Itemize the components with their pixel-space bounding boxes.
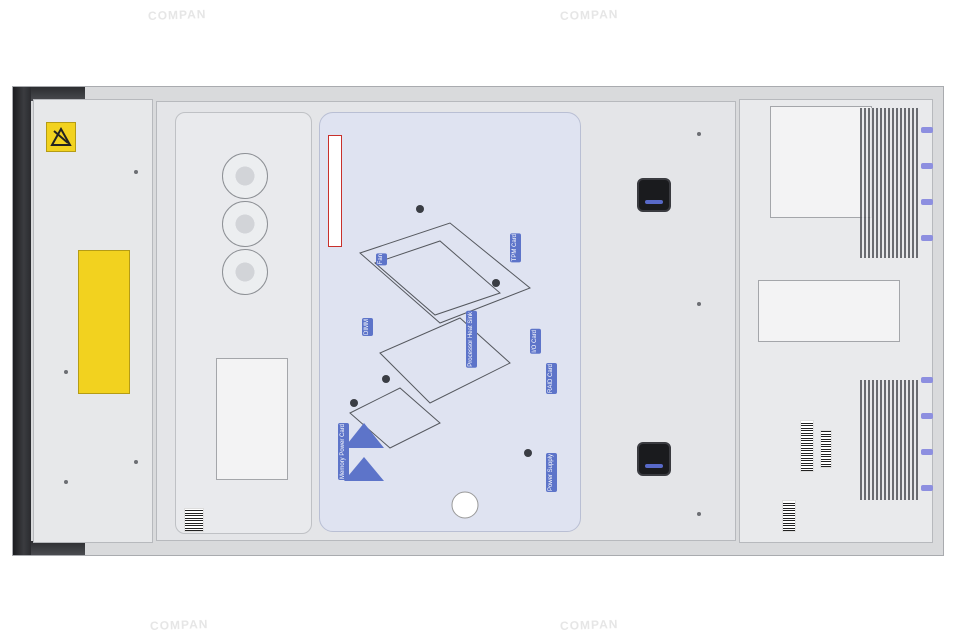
- screw: [697, 132, 701, 136]
- barcode: [800, 420, 814, 472]
- barcode: [820, 430, 832, 468]
- screw: [64, 370, 68, 374]
- front-handle: [31, 87, 85, 101]
- screw: [697, 512, 701, 516]
- power-supply-clip[interactable]: [921, 377, 933, 383]
- vent-grille: [860, 108, 920, 258]
- service-tag: Memory Power Card: [338, 423, 349, 481]
- front-handle: [31, 541, 85, 555]
- barcode: [184, 508, 204, 532]
- power-supply-clip[interactable]: [921, 413, 933, 419]
- fan-icon: [222, 153, 268, 199]
- service-tag: DIMM: [362, 318, 373, 336]
- service-tag: RAID Card: [546, 363, 557, 395]
- info-label: [770, 106, 872, 218]
- watermark: COMPAN: [147, 6, 207, 24]
- front-bezel: [13, 87, 31, 555]
- board-diagram: [175, 112, 312, 534]
- service-tag: I/O Card: [530, 329, 541, 354]
- watermark: COMPAN: [559, 616, 619, 634]
- safety-label: [78, 250, 130, 394]
- fan-icon: [222, 201, 268, 247]
- screw: [64, 480, 68, 484]
- warning-sticker: [46, 122, 76, 152]
- cover-release-latch[interactable]: [637, 178, 671, 212]
- exploded-diagram: [344, 205, 532, 519]
- cover-release-latch[interactable]: [637, 442, 671, 476]
- screw: [697, 302, 701, 306]
- dimm-slot: [216, 358, 288, 480]
- power-supply-clip[interactable]: [921, 235, 933, 241]
- service-tag: Power Supply: [546, 453, 557, 493]
- power-supply-clip[interactable]: [921, 127, 933, 133]
- handle-recess: [758, 280, 900, 342]
- warning-icon: [50, 126, 72, 146]
- attention-notice: [328, 135, 342, 247]
- barcode: [782, 500, 796, 532]
- service-tag: Fan: [376, 253, 387, 266]
- fan-icon: [222, 249, 268, 295]
- power-supply-clip[interactable]: [921, 449, 933, 455]
- watermark: COMPAN: [149, 616, 209, 634]
- service-label: Fan DIMM Processor Heat Sink Memory Powe…: [319, 112, 581, 532]
- vent-grille: [860, 380, 920, 500]
- rear-panel: [739, 99, 933, 543]
- power-supply-clip[interactable]: [921, 163, 933, 169]
- watermark: COMPAN: [559, 6, 619, 24]
- screw: [134, 460, 138, 464]
- power-supply-clip[interactable]: [921, 199, 933, 205]
- top-cover-panel: Fan DIMM Processor Heat Sink Memory Powe…: [156, 101, 736, 541]
- server-chassis: Fan DIMM Processor Heat Sink Memory Powe…: [12, 86, 944, 556]
- service-tag: Processor Heat Sink: [466, 311, 477, 368]
- front-cover-panel: [33, 99, 153, 543]
- service-tag: TPM Card: [510, 233, 521, 263]
- power-supply-clip[interactable]: [921, 485, 933, 491]
- screw: [134, 170, 138, 174]
